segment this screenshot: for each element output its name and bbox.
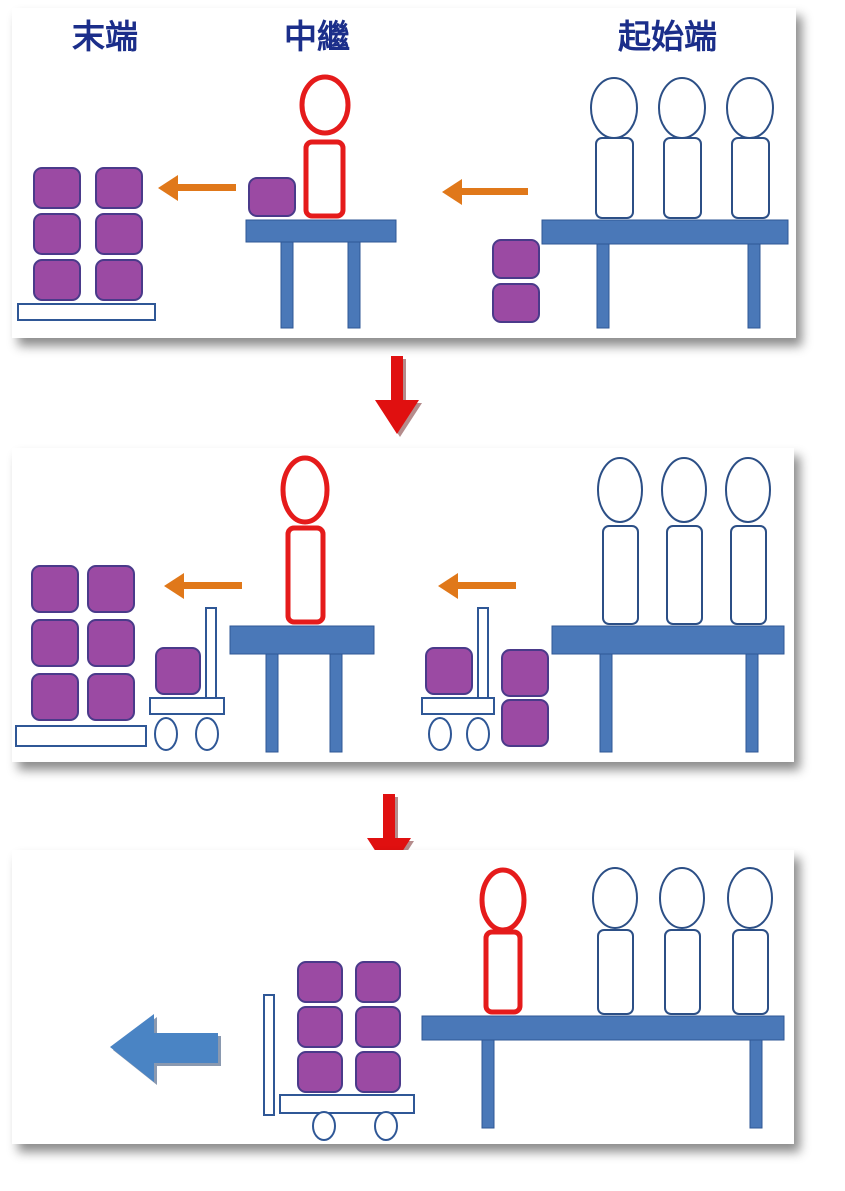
start-label: 起始端 [618, 17, 717, 56]
person-icon [725, 457, 771, 625]
box-icon [492, 239, 540, 279]
box-icon [95, 213, 143, 255]
person-icon [659, 867, 705, 1015]
box-icon [33, 167, 81, 209]
down-arrow-icon [375, 356, 422, 437]
table-icon [541, 219, 789, 329]
box-icon [155, 647, 201, 695]
person-icon [592, 867, 638, 1015]
end-label: 末端 [72, 17, 138, 56]
box-icon [355, 1051, 401, 1093]
person-icon [658, 77, 706, 219]
stage-1-panel: 末端 中繼 起始端 [12, 8, 796, 338]
person-icon [726, 77, 774, 219]
hand-truck-icon [421, 607, 495, 751]
stage-1-drawing [17, 74, 789, 329]
person-icon [727, 867, 773, 1015]
box-icon [31, 565, 79, 613]
box-icon [501, 699, 549, 747]
box-icon [501, 649, 549, 697]
left-arrow-icon [438, 573, 516, 599]
person-icon [280, 455, 330, 625]
box-icon [297, 1006, 343, 1048]
box-stack [33, 167, 143, 301]
table-icon [245, 219, 397, 329]
relay-label: 中繼 [284, 17, 350, 56]
person-icon [597, 457, 643, 625]
box-icon [33, 259, 81, 301]
box-icon [248, 177, 296, 217]
box-icon [492, 283, 540, 323]
table-icon [229, 625, 375, 753]
stage-2-panel [12, 448, 794, 762]
left-arrow-icon [164, 573, 242, 599]
box-icon [33, 213, 81, 255]
box-icon [297, 961, 343, 1003]
exit-arrow-icon [110, 1014, 221, 1085]
table-icon [421, 1015, 785, 1129]
box-icon [31, 619, 79, 667]
left-arrow-icon [158, 175, 236, 201]
person-icon [590, 77, 638, 219]
pallet-icon [15, 725, 147, 747]
pallet-icon [17, 303, 156, 321]
box-icon [355, 961, 401, 1003]
box-icon [297, 1051, 343, 1093]
box-icon [31, 673, 79, 721]
box-stack [31, 565, 135, 721]
box-stack [297, 961, 401, 1093]
box-icon [95, 259, 143, 301]
box-icon [95, 167, 143, 209]
person-icon [479, 867, 527, 1015]
stage-3-drawing [110, 867, 785, 1141]
stage-2-drawing [15, 455, 785, 753]
box-icon [87, 565, 135, 613]
table-icon [551, 625, 785, 753]
box-icon [425, 647, 473, 695]
person-icon [661, 457, 707, 625]
stage-3-panel [12, 850, 794, 1144]
hand-truck-icon [149, 607, 225, 751]
person-icon [299, 74, 351, 219]
box-icon [87, 619, 135, 667]
hand-truck-icon [263, 994, 415, 1141]
box-icon [355, 1006, 401, 1048]
box-icon [87, 673, 135, 721]
left-arrow-icon [442, 179, 528, 205]
